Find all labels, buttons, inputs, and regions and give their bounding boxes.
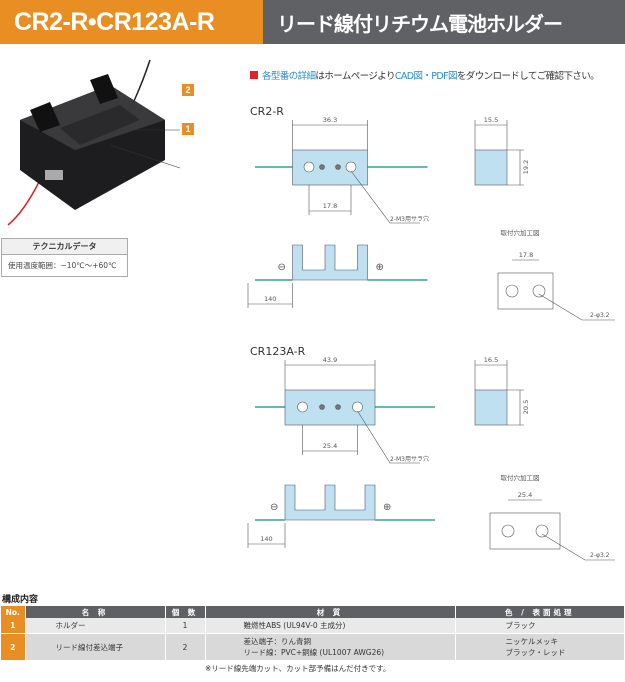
download-notice: 各型番の詳細はホームページよりCAD図・PDF図をダウンロードしてご確認下さい。	[250, 68, 600, 82]
mounting-title: 取付穴加工図	[501, 473, 540, 482]
header: CR2-R•CR123A-R リード線付リチウム電池ホルダー	[0, 0, 625, 44]
callout-2: 2	[182, 84, 194, 96]
dimension-drawing: 36.3 17.8 2-M3用サラ穴 15.5 19.2 ⊖ ⊕ 140 取付穴…	[247, 116, 615, 321]
depth-dimension: 16.5	[484, 356, 498, 364]
top-view: 36.3 17.8 2-M3用サラ穴	[255, 116, 429, 224]
model-title: CR2-R•CR123A-R	[0, 0, 263, 44]
operating-temperature: 使用温度範囲：−10℃〜+60℃	[8, 261, 117, 270]
col-no: No.	[1, 606, 26, 618]
width-dimension: 43.9	[323, 356, 337, 364]
row-material: 難燃性ABS (UL94V-0 主成分)	[205, 618, 456, 634]
row-material: 差込端子：りん青銅	[243, 637, 312, 646]
side-view: 16.5 20.5	[474, 356, 530, 426]
footnote: ※リード線先端カット、カット部予備はんだ付きです。	[205, 664, 391, 673]
front-view: ⊖ ⊕ 140	[247, 244, 428, 308]
lead-length-dimension: 140	[264, 295, 276, 303]
hole-label: 2-M3用サラ穴	[390, 215, 429, 223]
notice-highlight: 各型番の詳細	[262, 71, 316, 82]
front-view: ⊖ ⊕ 140	[247, 484, 435, 548]
minus-terminal-icon: ⊖	[270, 502, 278, 513]
col-name: 名 称	[25, 606, 166, 618]
row-color: ブラック	[455, 618, 625, 634]
row-name: リード線付差込端子	[25, 633, 166, 661]
hole-label: 2-M3用サラ穴	[390, 455, 429, 463]
row-material: リード線：PVC+銅線 (UL1007 AWG26)	[243, 648, 385, 657]
product-drawing-title: CR123A-R	[250, 345, 306, 358]
technical-data: テクニカルデータ 使用温度範囲：−10℃〜+60℃	[1, 238, 128, 277]
notice-cad-link[interactable]: CAD図・PDF図	[394, 71, 458, 82]
minus-terminal-icon: ⊖	[278, 262, 286, 273]
height-dimension: 19.2	[522, 160, 530, 174]
row-color: ニッケルメッキ	[505, 637, 559, 646]
lead-length-dimension: 140	[260, 535, 272, 543]
dimension-drawing: 43.9 25.4 2-M3用サラ穴 16.5 20.5 ⊖ ⊕ 140 取付穴…	[247, 356, 615, 561]
top-view: 43.9 25.4 2-M3用サラ穴	[255, 356, 435, 464]
depth-dimension: 15.5	[484, 116, 498, 124]
row-color: ブラック・レッド	[505, 648, 566, 657]
components-title: 構成内容	[2, 595, 39, 605]
row-qty: 1	[165, 618, 206, 634]
row-no: 2	[1, 633, 26, 661]
product-drawing-title: CR2-R	[250, 105, 284, 118]
row-qty: 2	[165, 633, 206, 661]
width-dimension: 36.3	[323, 116, 337, 124]
height-dimension: 20.5	[522, 400, 530, 414]
notice-text: はホームページより	[315, 71, 395, 82]
row-name: ホルダー	[25, 618, 166, 634]
col-color: 色 / 表面処理	[455, 606, 625, 618]
row-no: 1	[1, 618, 26, 634]
mounting-hole-drawing: 取付穴加工図 17.8 2-φ3.2	[497, 228, 615, 321]
mount-hole-label: 2-φ3.2	[590, 552, 610, 559]
side-view: 15.5 19.2	[474, 116, 530, 186]
pitch-dimension: 17.8	[323, 202, 337, 210]
pitch-dimension: 25.4	[323, 442, 337, 450]
notice-text-end: をダウンロードしてご確認下さい。	[456, 71, 600, 82]
col-material: 材 質	[205, 606, 456, 618]
red-square-icon	[250, 71, 258, 79]
mount-pitch-dimension: 17.8	[519, 251, 533, 259]
plus-terminal-icon: ⊕	[383, 502, 391, 513]
technical-data-title: テクニカルデータ	[2, 239, 127, 255]
col-qty: 個 数	[165, 606, 206, 618]
plus-terminal-icon: ⊕	[376, 262, 384, 273]
product-title: リード線付リチウム電池ホルダー	[263, 0, 625, 44]
mounting-title: 取付穴加工図	[501, 228, 540, 237]
table-row: 1 ホルダー 1 難燃性ABS (UL94V-0 主成分) ブラック	[1, 618, 625, 634]
components-table: No. 名 称 個 数 材 質 色 / 表面処理 1 ホルダー 1 難燃性ABS…	[1, 606, 625, 661]
mount-pitch-dimension: 25.4	[518, 491, 532, 499]
mounting-hole-drawing: 取付穴加工図 25.4 2-φ3.2	[489, 473, 615, 561]
product-photo	[7, 59, 181, 226]
mount-hole-label: 2-φ3.2	[590, 312, 610, 319]
callout-1: 1	[182, 123, 194, 135]
table-row: 2 リード線付差込端子 2 差込端子：りん青銅リード線：PVC+銅線 (UL10…	[1, 633, 625, 661]
